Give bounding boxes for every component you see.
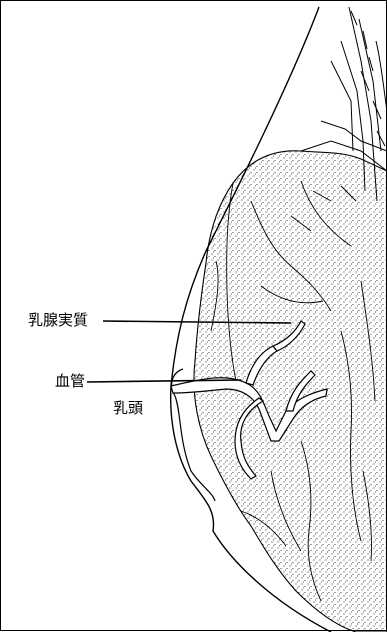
vessels-label: 血管 bbox=[55, 374, 85, 389]
parenchyma-region bbox=[194, 151, 387, 632]
nipple-label: 乳頭 bbox=[113, 401, 143, 416]
parenchyma-label: 乳腺実質 bbox=[28, 313, 88, 328]
